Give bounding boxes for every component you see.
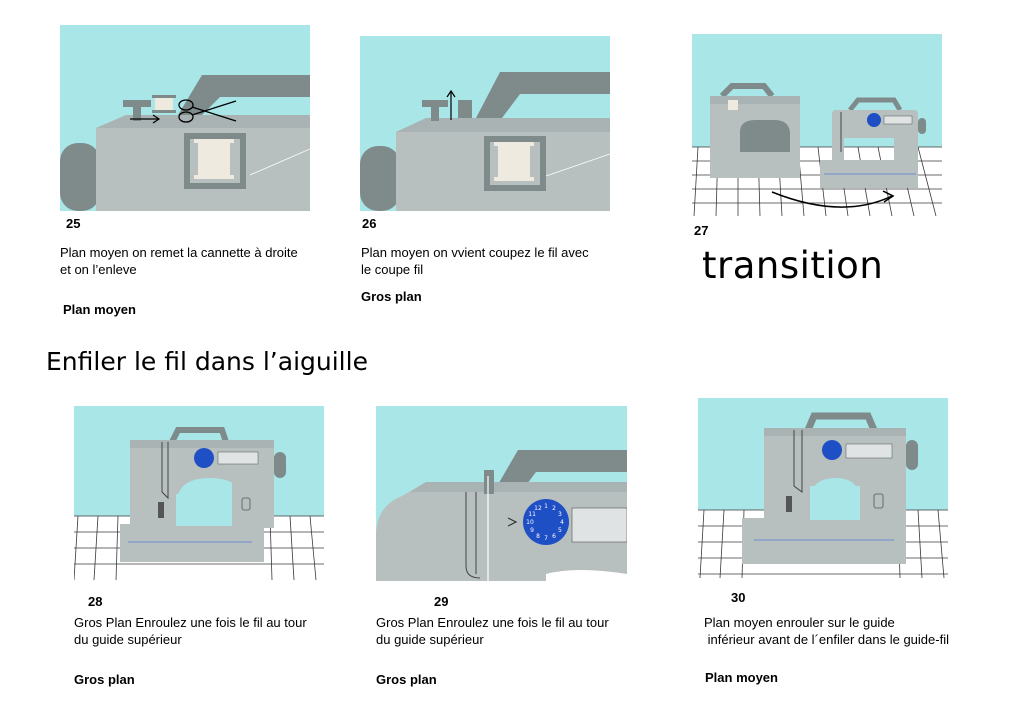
shot-type: Gros plan <box>376 672 437 687</box>
dial-number: 2 <box>552 505 556 512</box>
storyboard-frame-27 <box>692 34 942 216</box>
stitch-dial <box>194 448 214 468</box>
storyboard-frame-26 <box>360 36 610 211</box>
frame-number: 30 <box>731 590 746 605</box>
storyboard-frame-30 <box>698 398 948 578</box>
dial-number: 10 <box>526 519 534 526</box>
bobbin-spool <box>198 141 230 177</box>
dial-number: 3 <box>558 511 562 518</box>
arrow-up-icon <box>446 89 456 120</box>
storyboard-frame-28 <box>74 406 324 580</box>
frame-30-illustration <box>698 398 948 578</box>
dial-number: 9 <box>530 527 534 534</box>
dial-number: 1 <box>544 503 548 510</box>
frame-number: 28 <box>88 594 103 609</box>
frame-description: Plan moyen enrouler sur le guide inférie… <box>704 615 949 647</box>
frame-description: Plan moyen on vvient coupez le fil avec … <box>361 245 589 277</box>
transition-title: transition <box>702 244 884 287</box>
shot-type: Gros plan <box>361 289 422 304</box>
sewing-machine-closeup <box>376 450 627 581</box>
shot-type: Plan moyen <box>705 670 778 685</box>
scissors-icon <box>178 99 237 123</box>
frame-number: 27 <box>694 223 709 238</box>
frame-28-illustration <box>74 406 324 580</box>
frame-27-illustration <box>692 34 942 216</box>
dial-number: 8 <box>536 533 540 540</box>
frame-25-illustration <box>60 25 310 211</box>
frame-number: 26 <box>362 216 377 231</box>
frame-description: Plan moyen on remet la cannette à droite… <box>60 245 298 277</box>
frame-description: Gros Plan Enroulez une fois le fil au to… <box>74 615 307 647</box>
storyboard-frame-25 <box>60 25 310 211</box>
sewing-machine <box>120 427 286 562</box>
dial-number: 7 <box>544 535 548 542</box>
closed-machine-case <box>710 83 800 178</box>
shot-type: Plan moyen <box>63 302 136 317</box>
machine-side-wheel <box>60 143 100 211</box>
sewing-machine <box>742 412 918 564</box>
dial-number: 6 <box>552 533 556 540</box>
dial-number: 11 <box>528 511 536 518</box>
transition-arrow-icon <box>771 191 893 208</box>
dial-number: 4 <box>560 519 564 526</box>
section-title: Enfiler le fil dans l’aiguille <box>46 347 368 376</box>
machine-handle <box>178 75 310 115</box>
dial-number: 5 <box>558 527 562 534</box>
frame-number: 29 <box>434 594 449 609</box>
frame-description: Gros Plan Enroulez une fois le fil au to… <box>376 615 609 647</box>
small-bobbin <box>155 97 173 111</box>
sewing-machine <box>820 97 926 188</box>
frame-number: 25 <box>66 216 81 231</box>
machine-top <box>96 115 310 128</box>
frame-26-illustration <box>360 36 610 211</box>
spool-pin <box>123 100 151 107</box>
shot-type: Gros plan <box>74 672 135 687</box>
dial-number: 12 <box>534 505 542 512</box>
